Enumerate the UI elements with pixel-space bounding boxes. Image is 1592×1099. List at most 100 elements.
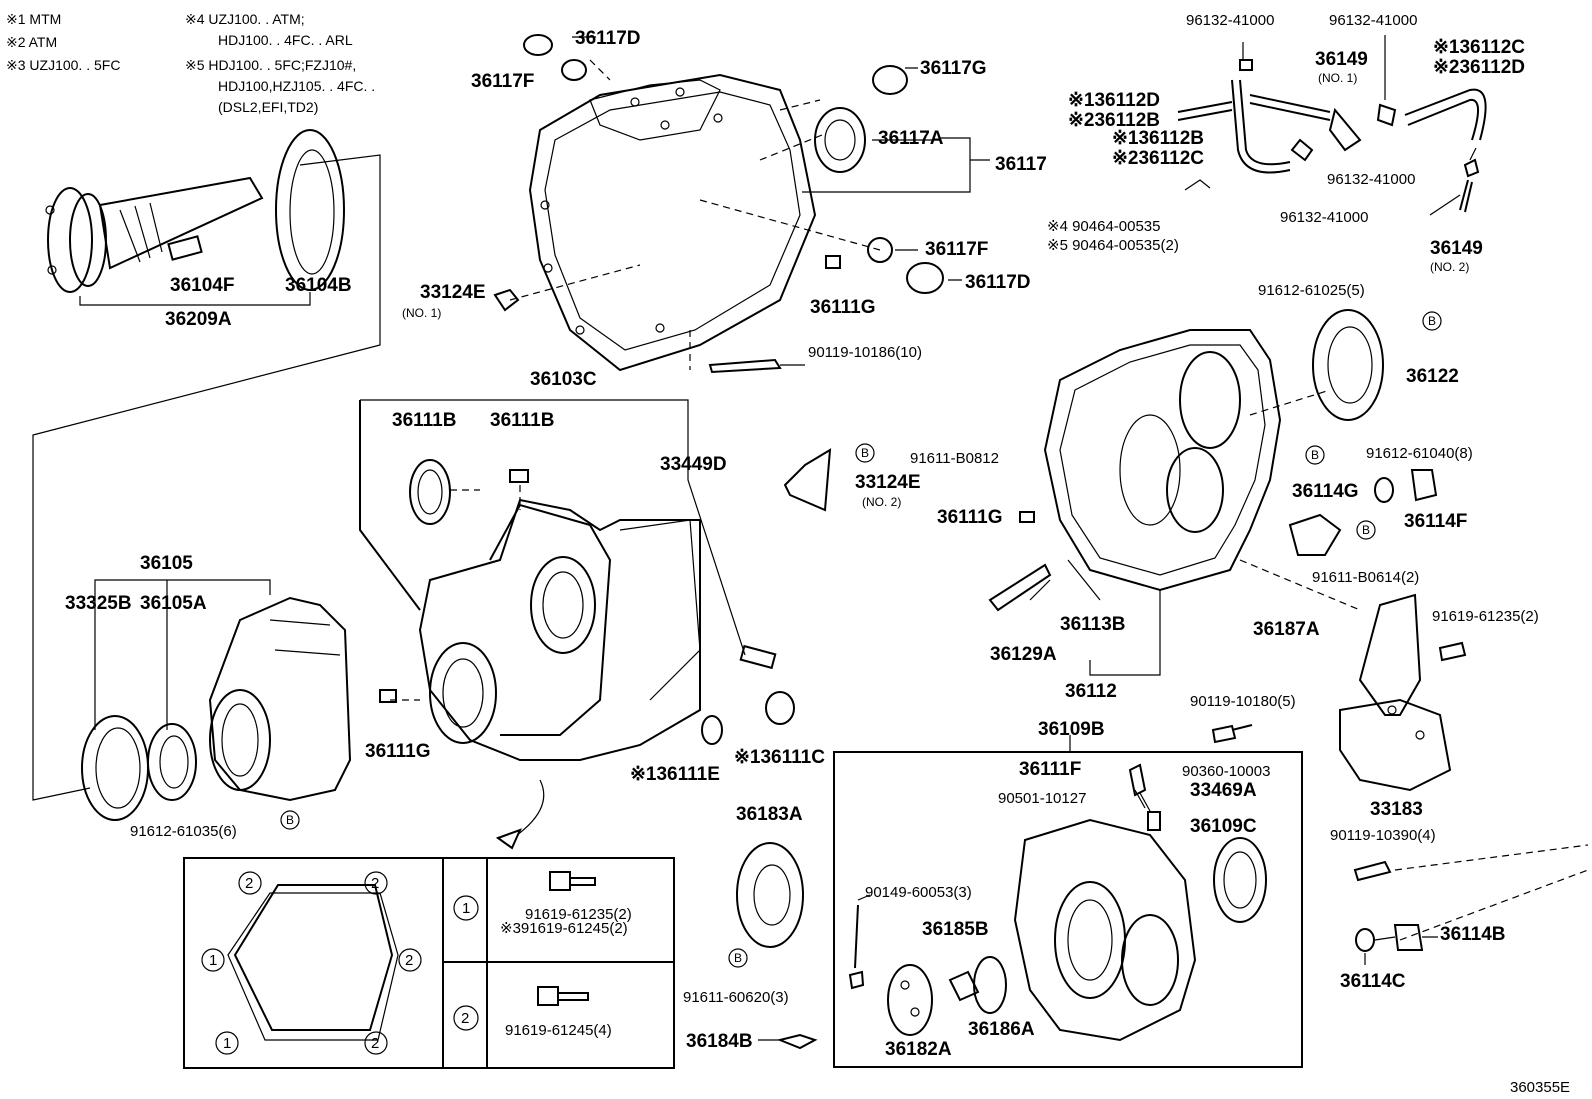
rear-cover [81, 579, 352, 821]
label-33124E-no2: 33124E [855, 472, 921, 493]
label-36186A: 36186A [968, 1019, 1035, 1040]
svg-text:1: 1 [209, 952, 217, 969]
label-33449D: 33449D [660, 454, 727, 475]
label-36113B: 36113B [1060, 614, 1126, 635]
label-no1: (NO. 1) [402, 306, 441, 320]
bolt-90119-10390 [1353, 860, 1392, 882]
svg-text:B: B [286, 813, 294, 827]
label-box-91619-61245: 91619-61245(4) [505, 1022, 612, 1039]
label-96132-41000-a: 96132-41000 [1186, 12, 1274, 29]
label-box-91619-61235: 91619-61235(2) [525, 906, 632, 923]
label-36182A: 36182A [885, 1039, 952, 1060]
label-36111B-right: 36111B [490, 410, 554, 431]
label-36105A: 36105A [140, 593, 207, 614]
label-91611-B0614: 91611-B0614(2) [1312, 569, 1419, 586]
label-33469A: 33469A [1190, 780, 1257, 801]
label-36111E: ※136111E [630, 764, 720, 785]
label-90119-10186: 90119-10186(10) [808, 344, 922, 361]
note-2: ※2 ATM [6, 34, 57, 50]
note-4: ※4 UZJ100. . ATM; [185, 11, 305, 27]
note-3: ※3 UZJ100. . 5FC [6, 57, 120, 73]
label-33325B: 33325B [65, 593, 132, 614]
leader-dashes-right [1394, 844, 1589, 941]
label-90119-10180: 90119-10180(5) [1190, 693, 1296, 710]
rear-cover-box [833, 724, 1303, 1068]
label-90360-10003: 90360-10003 [1182, 763, 1270, 780]
transfer-rear-case [783, 309, 1438, 676]
label-36117D-top: 36117D [575, 28, 641, 49]
label-96132-41000-c: 96132-41000 [1327, 171, 1415, 188]
label-no1-b: (NO. 1) [1318, 71, 1357, 85]
label-36109B: 36109B [1038, 719, 1105, 740]
label-36183A: 36183A [736, 804, 803, 825]
label-36117F-top: 36117F [471, 71, 534, 92]
label-box-91619-61245-3: ※391619-61245(2) [500, 920, 628, 937]
svg-text:2: 2 [461, 1010, 469, 1027]
extension-housing [493, 34, 990, 374]
label-36117G: 36117G [920, 58, 987, 79]
label-36112C-top: ※136112C [1433, 37, 1525, 58]
label-36114C: 36114C [1340, 971, 1406, 992]
lower-parts [736, 842, 1438, 1050]
marker-b-5: B [1356, 520, 1376, 540]
label-36117D-bottom: 36117D [965, 272, 1031, 293]
label-36109C: 36109C [1190, 816, 1257, 837]
label-36111G-right: 36111G [937, 507, 1003, 528]
transfer-front-case [359, 399, 795, 850]
label-36112D-left: ※136112D [1068, 90, 1160, 111]
label-36149-no2: 36149 [1430, 238, 1483, 259]
note-5-cont2: (DSL2,EFI,TD2) [218, 99, 318, 115]
svg-text:2: 2 [371, 1035, 379, 1052]
label-36117: 36117 [995, 154, 1047, 175]
marker-b-6: B [728, 948, 748, 968]
label-36112C-mid: ※236112C [1112, 148, 1204, 169]
label-90501-10127: 90501-10127 [998, 790, 1086, 807]
marker-b-1: B [280, 810, 300, 830]
marker-b-4: B [1305, 445, 1325, 465]
gasket-bolt-table: 2 2 1 2 1 2 1 2 [183, 857, 675, 1069]
label-90119-10390: 90119-10390(4) [1330, 827, 1436, 844]
label-36112B-mid: ※136112B [1112, 128, 1204, 149]
label-96132-41000-d: 96132-41000 [1280, 209, 1368, 226]
svg-text:B: B [1311, 448, 1319, 462]
label-36117A: 36117A [878, 128, 944, 149]
label-36185B: 36185B [922, 919, 989, 940]
label-36114B: 36114B [1440, 924, 1506, 945]
label-36103C: 36103C [530, 369, 597, 390]
label-91611-60620: 91611-60620(3) [683, 989, 789, 1006]
label-36149-no1: 36149 [1315, 49, 1368, 70]
label-36104F: 36104F [170, 275, 234, 296]
label-36112: 36112 [1065, 681, 1117, 702]
label-36114F: 36114F [1404, 511, 1467, 532]
svg-text:2: 2 [405, 952, 413, 969]
note-4-cont: HDJ100. . 4FC. . ARL [218, 32, 353, 48]
figure-number: 360355E [1510, 1079, 1570, 1096]
label-36111G-left: 36111G [365, 741, 431, 762]
svg-text:2: 2 [371, 875, 379, 892]
note-1: ※1 MTM [6, 11, 61, 27]
label-36104B: 36104B [285, 275, 352, 296]
breather-hoses [1177, 35, 1487, 216]
label-96132-41000-b: 96132-41000 [1329, 12, 1417, 29]
label-36111G-top: 36111G [810, 297, 876, 318]
label-36105: 36105 [140, 553, 193, 574]
marker-b-2: B [1422, 311, 1442, 331]
label-36111C: ※136111C [734, 747, 825, 768]
label-36122: 36122 [1406, 366, 1459, 387]
label-36209A: 36209A [165, 309, 232, 330]
svg-text:B: B [1428, 314, 1436, 328]
label-36112D-top: ※236112D [1433, 57, 1525, 78]
label-90149-60053: 90149-60053(3) [865, 884, 972, 901]
label-36111B-left: 36111B [392, 410, 456, 431]
output-shaft [32, 129, 381, 801]
note-5: ※5 HDJ100. . 5FC;FZJ10#, [185, 57, 356, 73]
label-91612-61040: 91612-61040(8) [1366, 445, 1473, 462]
svg-text:1: 1 [462, 900, 470, 917]
label-36112B-left: ※236112B [1068, 110, 1160, 131]
label-91611-B0812: 91611-B0812 [910, 450, 999, 467]
svg-text:B: B [734, 951, 742, 965]
label-36114G: 36114G [1292, 481, 1359, 502]
label-90464-4: ※4 90464-00535 [1047, 218, 1161, 235]
